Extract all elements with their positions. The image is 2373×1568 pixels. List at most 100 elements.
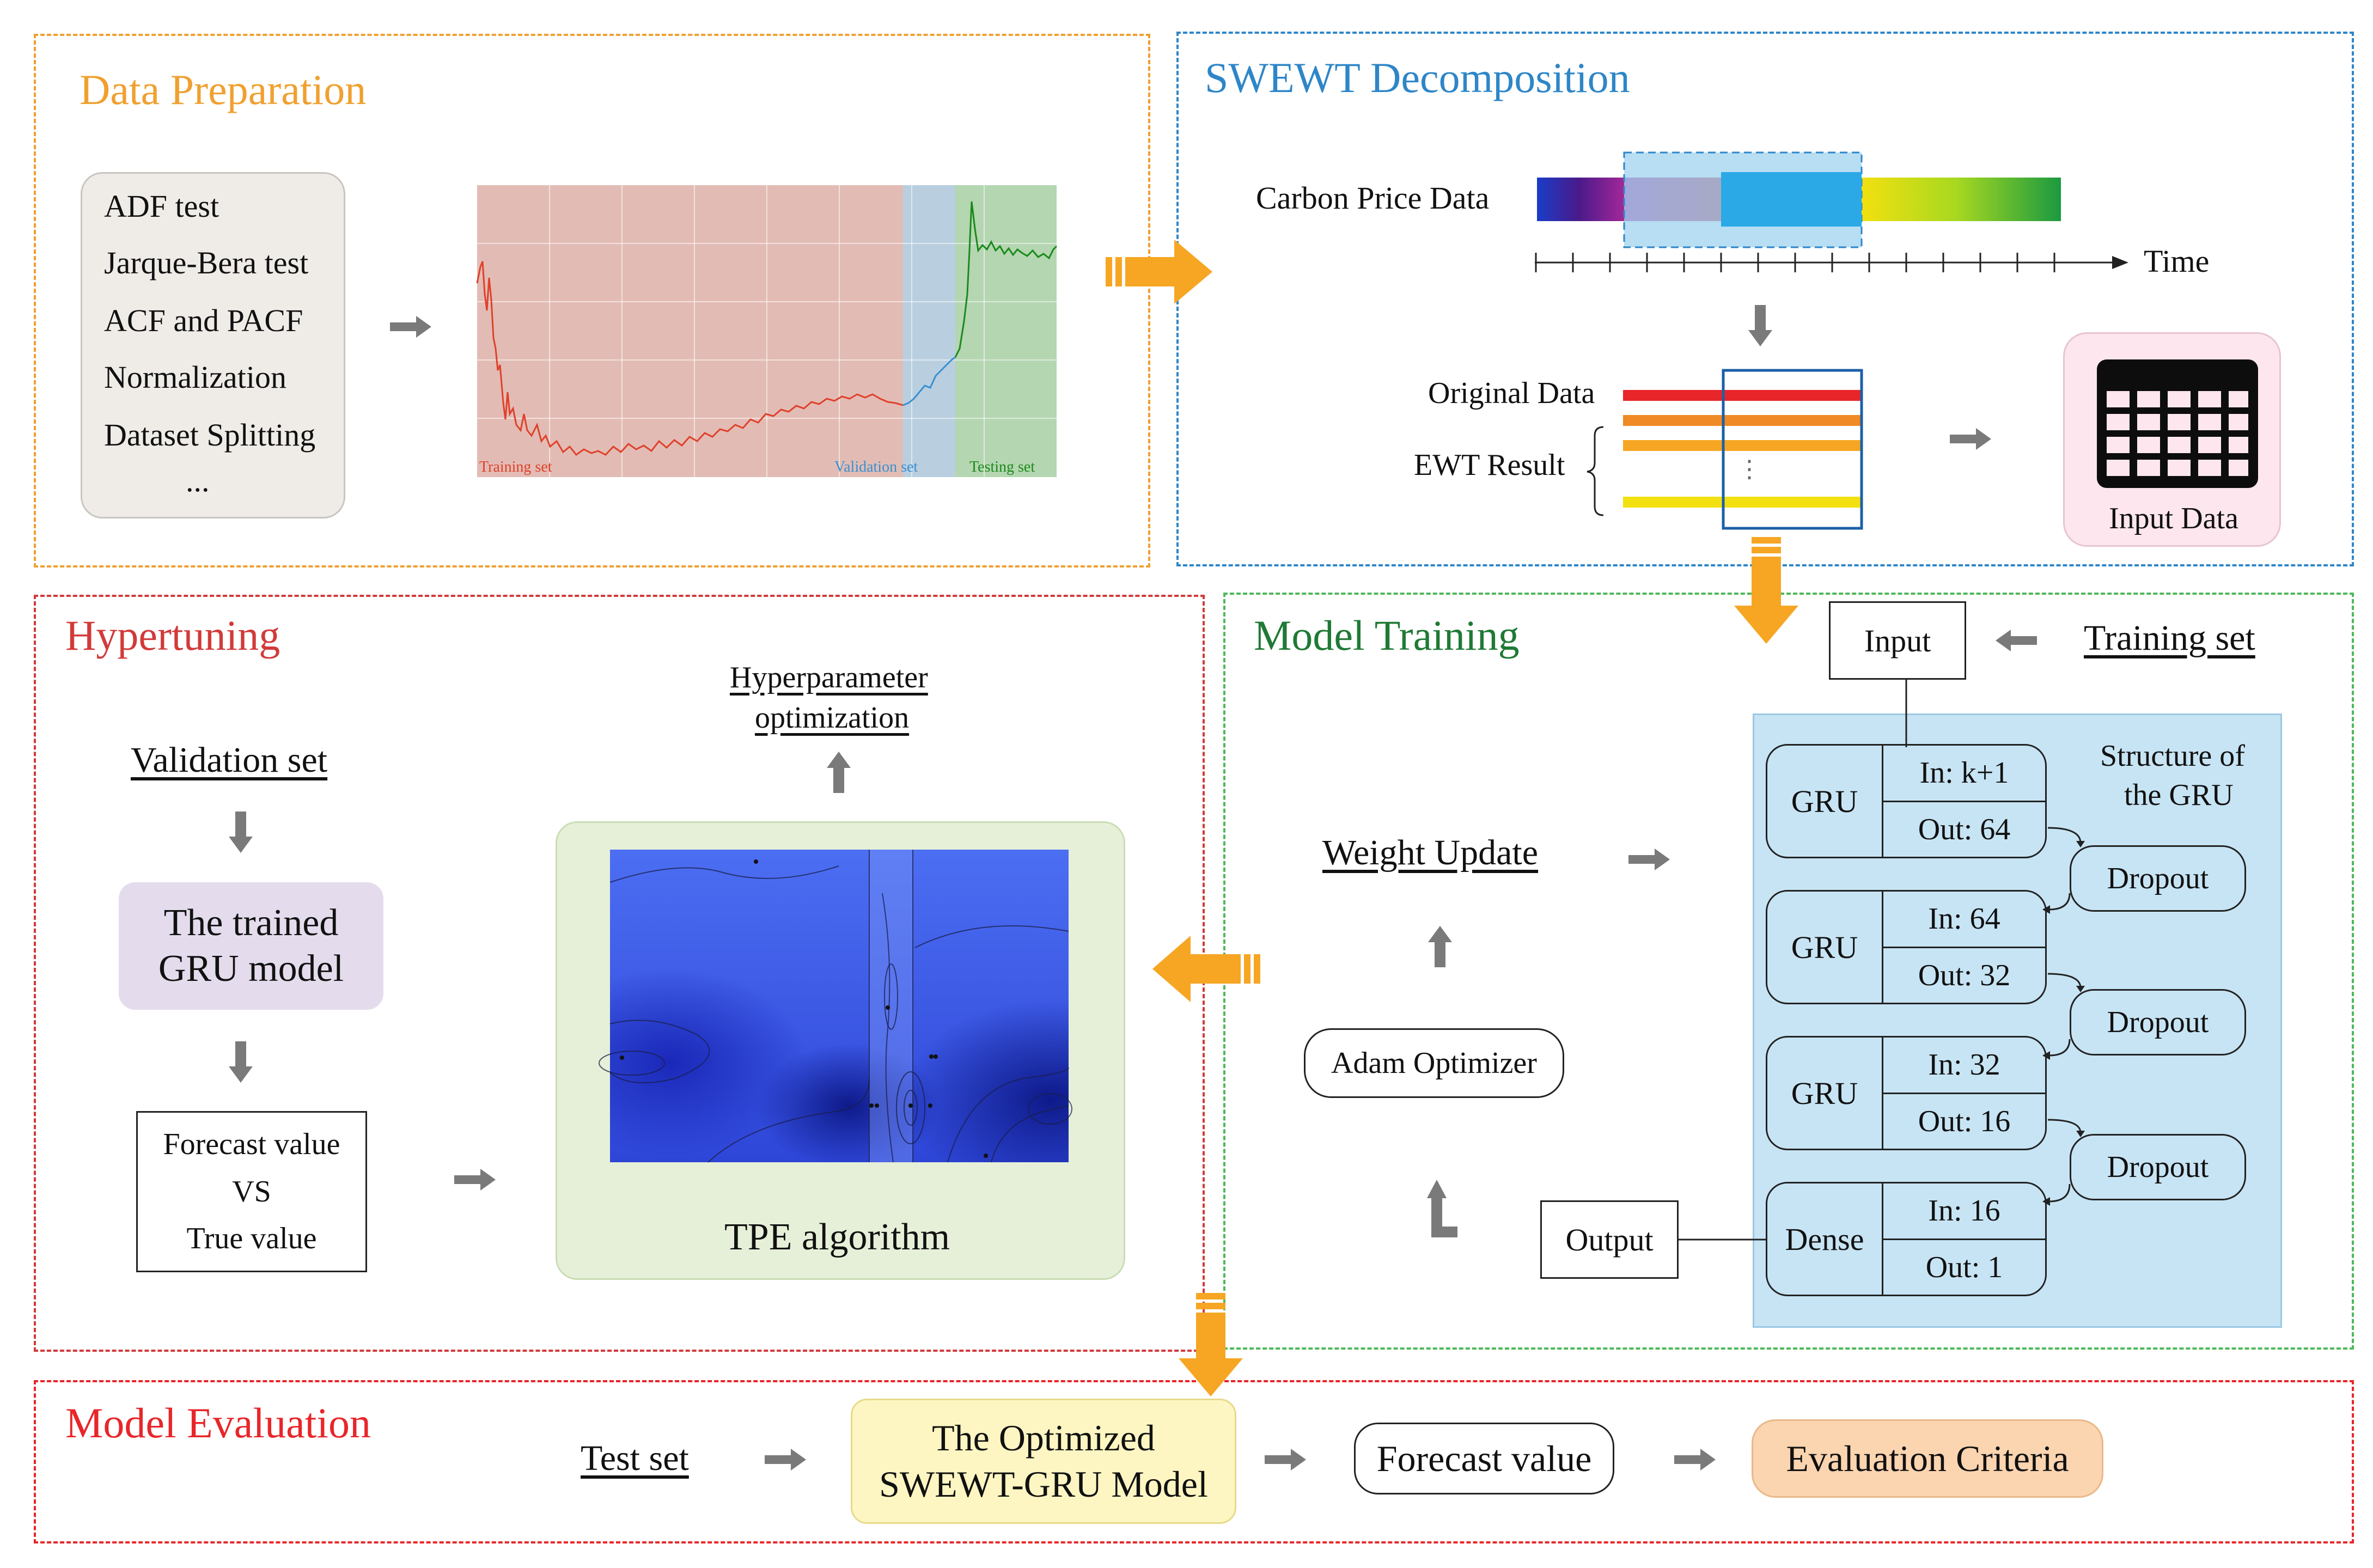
prep-step: ACF and PACF	[104, 303, 303, 338]
hypertuning-title: Hypertuning	[65, 612, 280, 659]
validation-region	[903, 185, 955, 477]
training-set-label: Training set	[479, 459, 552, 475]
flow-arrow-down-icon	[1734, 537, 1798, 644]
testing-region	[955, 185, 1057, 477]
layer-out: Out: 1	[1925, 1250, 2003, 1284]
arrow-right-icon	[1674, 1449, 1716, 1471]
gru-structure-box	[1753, 713, 2282, 1328]
output-connector	[1679, 1238, 1767, 1241]
dataset-split-chart: Training set Validation set Testing set	[476, 185, 1058, 477]
dropout-box: Dropout	[2070, 845, 2246, 912]
table-icon	[2097, 359, 2258, 488]
model-training-title: Model Training	[1254, 612, 1520, 659]
trained-model-text: The trained GRU model	[158, 902, 344, 990]
forecast-value-box: Forecast value	[1354, 1423, 1614, 1494]
optimized-model-box: The Optimized SWEWT-GRU Model	[851, 1399, 1236, 1524]
model-evaluation-title: Model Evaluation	[65, 1399, 371, 1447]
testing-series	[954, 201, 1058, 358]
flow-arrow-left-icon	[1152, 936, 1260, 1002]
carbon-price-label: Carbon Price Data	[1256, 180, 1490, 216]
dense-layer: Dense In: 16 Out: 1	[1766, 1182, 2047, 1296]
gru-layer-3: GRU In: 32 Out: 16	[1766, 1036, 2047, 1150]
carbon-price-bar	[1537, 151, 2061, 248]
dropout-box: Dropout	[2070, 1134, 2246, 1200]
layer-in: In: 32	[1883, 1038, 2045, 1094]
ewt-dots: ⋮	[1737, 456, 1761, 483]
evaluation-criteria-box: Evaluation Criteria	[1752, 1419, 2103, 1498]
structure-title-line1: Structure of	[2100, 739, 2245, 773]
structure-title-line2: the GRU	[2124, 778, 2234, 812]
layer-in: In: 64	[1883, 892, 2045, 948]
data-preparation-panel	[34, 34, 1150, 568]
arrow-right-icon	[1628, 849, 1670, 870]
layer-out: Out: 64	[1918, 812, 2011, 846]
original-data-label: Original Data	[1428, 376, 1595, 410]
layer-type: Dense	[1767, 1183, 1883, 1295]
training-set-label: Training set	[2084, 618, 2255, 658]
model-evaluation-panel	[34, 1380, 2354, 1543]
optimized-line2: SWEWT-GRU Model	[879, 1463, 1208, 1505]
arrow-right-icon	[1265, 1449, 1306, 1471]
turn-arrow-icon	[1427, 1180, 1457, 1237]
layer-type: GRU	[1767, 746, 1883, 857]
arrow-up-icon	[1428, 926, 1452, 967]
time-axis	[1535, 253, 2128, 272]
prep-step: ...	[186, 463, 210, 498]
arrow-left-icon	[1996, 630, 2037, 651]
flow-arrow-down-icon	[1179, 1293, 1243, 1396]
output-box: Output	[1540, 1200, 1679, 1279]
swewt-title: SWEWT Decomposition	[1205, 54, 1630, 101]
tpe-algorithm-label: TPE algorithm	[724, 1216, 950, 1258]
arrow-down-icon	[229, 812, 253, 853]
trained-gru-model-box: The trained GRU model	[119, 882, 383, 1010]
prep-step: Dataset Splitting	[104, 417, 316, 453]
adam-optimizer-box: Adam Optimizer	[1304, 1028, 1564, 1098]
validation-set-label: Validation set	[834, 459, 918, 475]
time-label: Time	[2144, 243, 2210, 279]
gru-layer-1: GRU In: k+1 Out: 64	[1766, 744, 2047, 858]
gru-layer-2: GRU In: 64 Out: 32	[1766, 890, 2047, 1004]
input-connector	[1905, 680, 1907, 747]
prep-step: Normalization	[104, 359, 287, 395]
data-preparation-title: Data Preparation	[80, 66, 367, 113]
input-data-label: Input Data	[2109, 502, 2238, 535]
forecast-value-text: Forecast value	[163, 1127, 340, 1161]
ewt-brace	[1587, 426, 1604, 516]
flow-arrow-right-icon	[1106, 240, 1212, 304]
layer-out: Out: 32	[1918, 958, 2011, 992]
arrow-up-icon	[827, 752, 851, 793]
layer-type: GRU	[1767, 892, 1883, 1003]
dropout-box: Dropout	[2070, 989, 2246, 1055]
vs-text: VS	[232, 1174, 271, 1209]
arrow-right-icon	[390, 316, 431, 338]
arrow-right-icon	[454, 1169, 496, 1191]
arrow-down-icon	[229, 1041, 253, 1083]
input-box: Input	[1829, 601, 1966, 680]
hyperparameter-label-line1: Hyperparameter	[730, 661, 928, 694]
ewt-result-label: EWT Result	[1414, 448, 1565, 482]
layer-connectors	[2042, 827, 2085, 1206]
true-value-text: True value	[186, 1222, 317, 1256]
layer-type: GRU	[1767, 1038, 1883, 1149]
training-series	[476, 261, 904, 456]
layer-in: In: k+1	[1883, 746, 2045, 802]
arrow-right-icon	[1950, 428, 1991, 450]
validation-series	[902, 356, 956, 406]
arrow-down-icon	[1748, 305, 1772, 346]
tpe-contour-plot	[599, 850, 1072, 1163]
test-set-label: Test set	[581, 1438, 689, 1478]
optimized-line1: The Optimized	[932, 1417, 1155, 1459]
weight-update-label: Weight Update	[1322, 833, 1539, 873]
prep-step: Jarque-Bera test	[104, 245, 309, 280]
layer-out: Out: 16	[1918, 1104, 2011, 1138]
prep-step: ADF test	[104, 188, 219, 224]
training-region	[477, 185, 903, 477]
ewt-stripes	[1623, 369, 1863, 530]
testing-set-label: Testing set	[969, 459, 1035, 475]
layer-in: In: 16	[1883, 1183, 2045, 1240]
hyperparameter-label-line2: optimization	[755, 701, 910, 735]
forecast-vs-true-box: Forecast value VS True value	[136, 1111, 367, 1272]
arrow-right-icon	[765, 1449, 806, 1471]
validation-set-label: Validation set	[131, 740, 328, 780]
prep-steps-box: ADF test Jarque-Bera test ACF and PACF N…	[81, 172, 345, 518]
